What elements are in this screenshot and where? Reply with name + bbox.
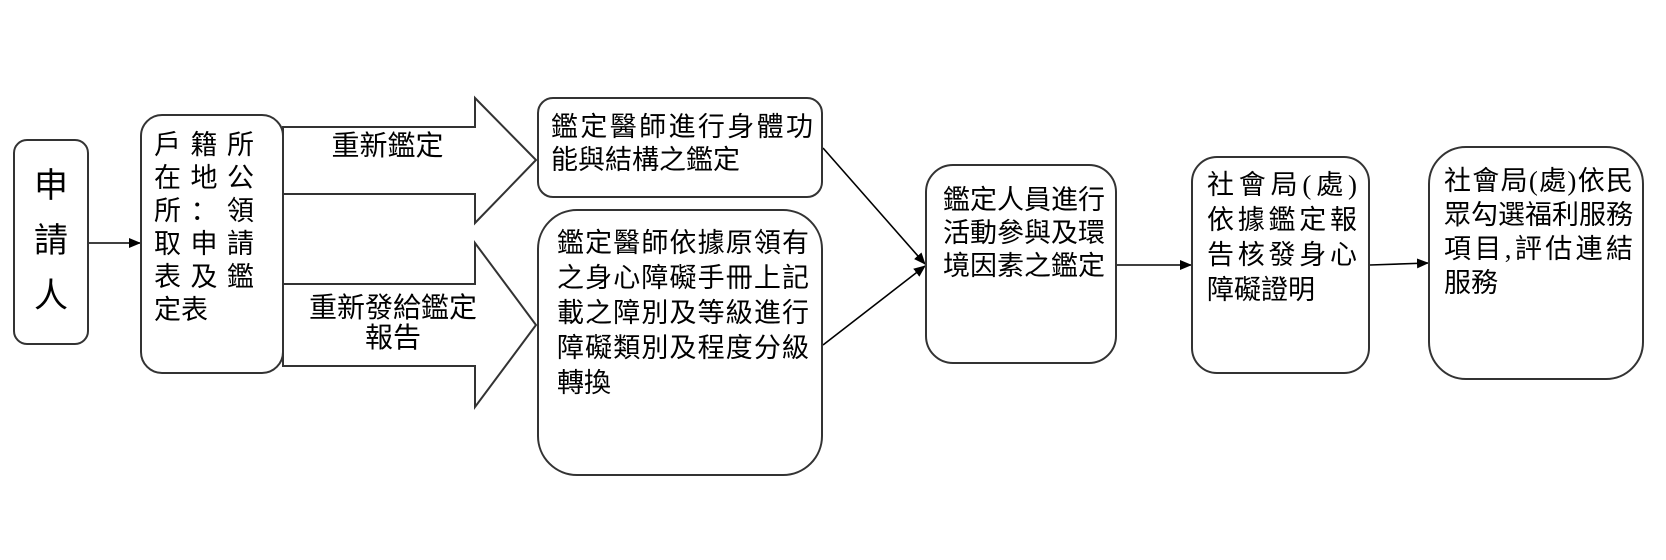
reassess-label: 重新鑑定 — [300, 132, 475, 162]
arrow-physical-to-activity — [822, 147, 926, 265]
applicant-text: 申請人 — [34, 168, 68, 315]
physical-assessment-text: 鑑定醫師進行身體功能與結構之鑑定 — [551, 112, 813, 175]
reissue-label-line1: 重新發給鑑定 — [308, 293, 477, 324]
reissue-label: 重新發給鑑定 報告 — [288, 294, 498, 354]
reassess-label-text: 重新鑑定 — [331, 131, 444, 162]
physical-assessment-box: 鑑定醫師進行身體功能與結構之鑑定 — [537, 97, 823, 198]
applicant-box: 申請人 — [13, 139, 89, 345]
arrow-convert-to-activity — [822, 265, 926, 346]
household-office-box: 戶籍所在地公所：領取申請表及鑑定表 — [140, 114, 284, 374]
welfare-services-text: 社會局(處)依民眾勾選福利服務項目,評估連結服務 — [1444, 166, 1633, 298]
welfare-services-box: 社會局(處)依民眾勾選福利服務項目,評估連結服務 — [1428, 146, 1644, 380]
bureau-certificate-box: 社會局(處)依據鑑定報告核發身心障礙證明 — [1191, 156, 1370, 374]
conversion-box: 鑑定醫師依據原領有之身心障礙手冊上記載之障別及等級進行障礙類別及程度分級轉換 — [537, 209, 823, 476]
reissue-label-line2: 報告 — [364, 323, 421, 354]
bureau-certificate-text: 社會局(處)依據鑑定報告核發身心障礙證明 — [1207, 170, 1357, 305]
reissue-block-arrow — [282, 239, 538, 411]
activity-assessment-text: 鑑定人員進行活動參與及環境因素之鑑定 — [943, 185, 1105, 281]
arrow-bureau-to-services — [1369, 258, 1429, 269]
conversion-text: 鑑定醫師依據原領有之身心障礙手冊上記載之障別及等級進行障礙類別及程度分級轉換 — [557, 228, 809, 398]
reassess-block-arrow — [282, 95, 538, 226]
activity-assessment-box: 鑑定人員進行活動參與及環境因素之鑑定 — [925, 164, 1117, 364]
household-office-text: 戶籍所在地公所：領取申請表及鑑定表 — [154, 130, 254, 325]
